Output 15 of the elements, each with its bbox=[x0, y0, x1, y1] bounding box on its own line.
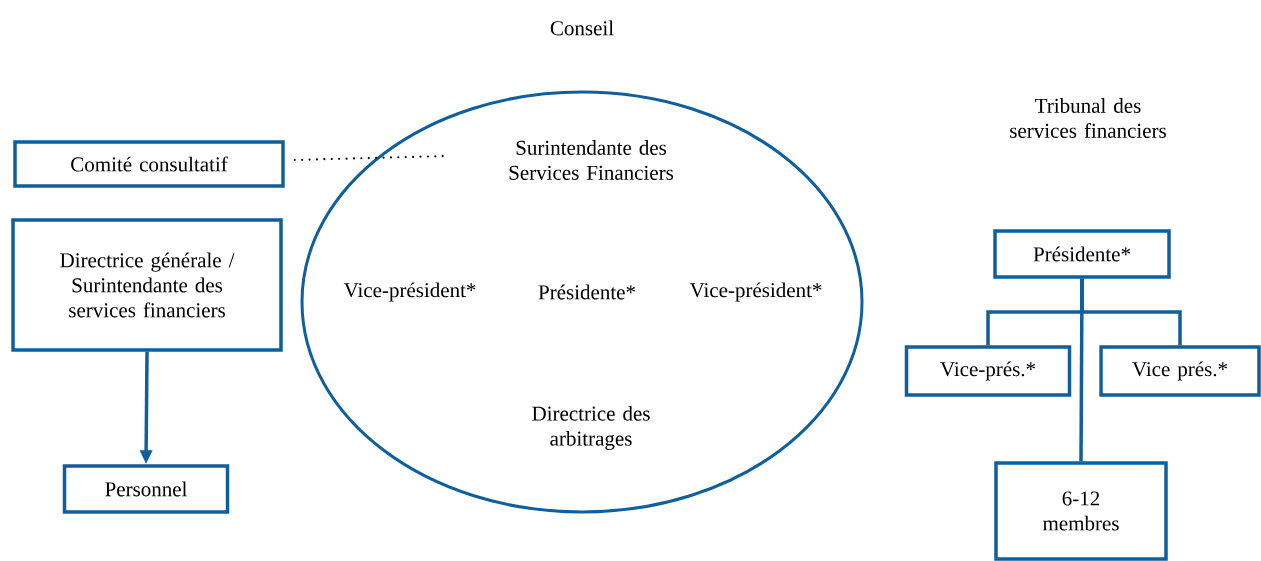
org-box: Comité consultatif bbox=[13, 140, 285, 188]
role-label: Directrice des arbitrages bbox=[532, 405, 650, 451]
org-box: Personnel bbox=[62, 464, 230, 514]
role-label: Vice-président* bbox=[689, 282, 822, 302]
org-box: Directrice générale / Surintendante des services financiers bbox=[11, 218, 283, 352]
connector bbox=[1079, 278, 1084, 462]
role-label: Présidente* bbox=[538, 284, 635, 300]
heading: Conseil bbox=[550, 20, 614, 36]
role-label: Vice-président* bbox=[343, 282, 476, 302]
org-box: Vice-prés.* bbox=[904, 345, 1072, 397]
role-label: Surintendante des Services Financiers bbox=[509, 140, 674, 180]
org-box: Présidente* bbox=[993, 229, 1171, 279]
org-box: Vice prés.* bbox=[1099, 345, 1261, 397]
heading: Tribunal des services financiers bbox=[1010, 98, 1166, 138]
org-box: 6-12 membres bbox=[994, 461, 1168, 561]
